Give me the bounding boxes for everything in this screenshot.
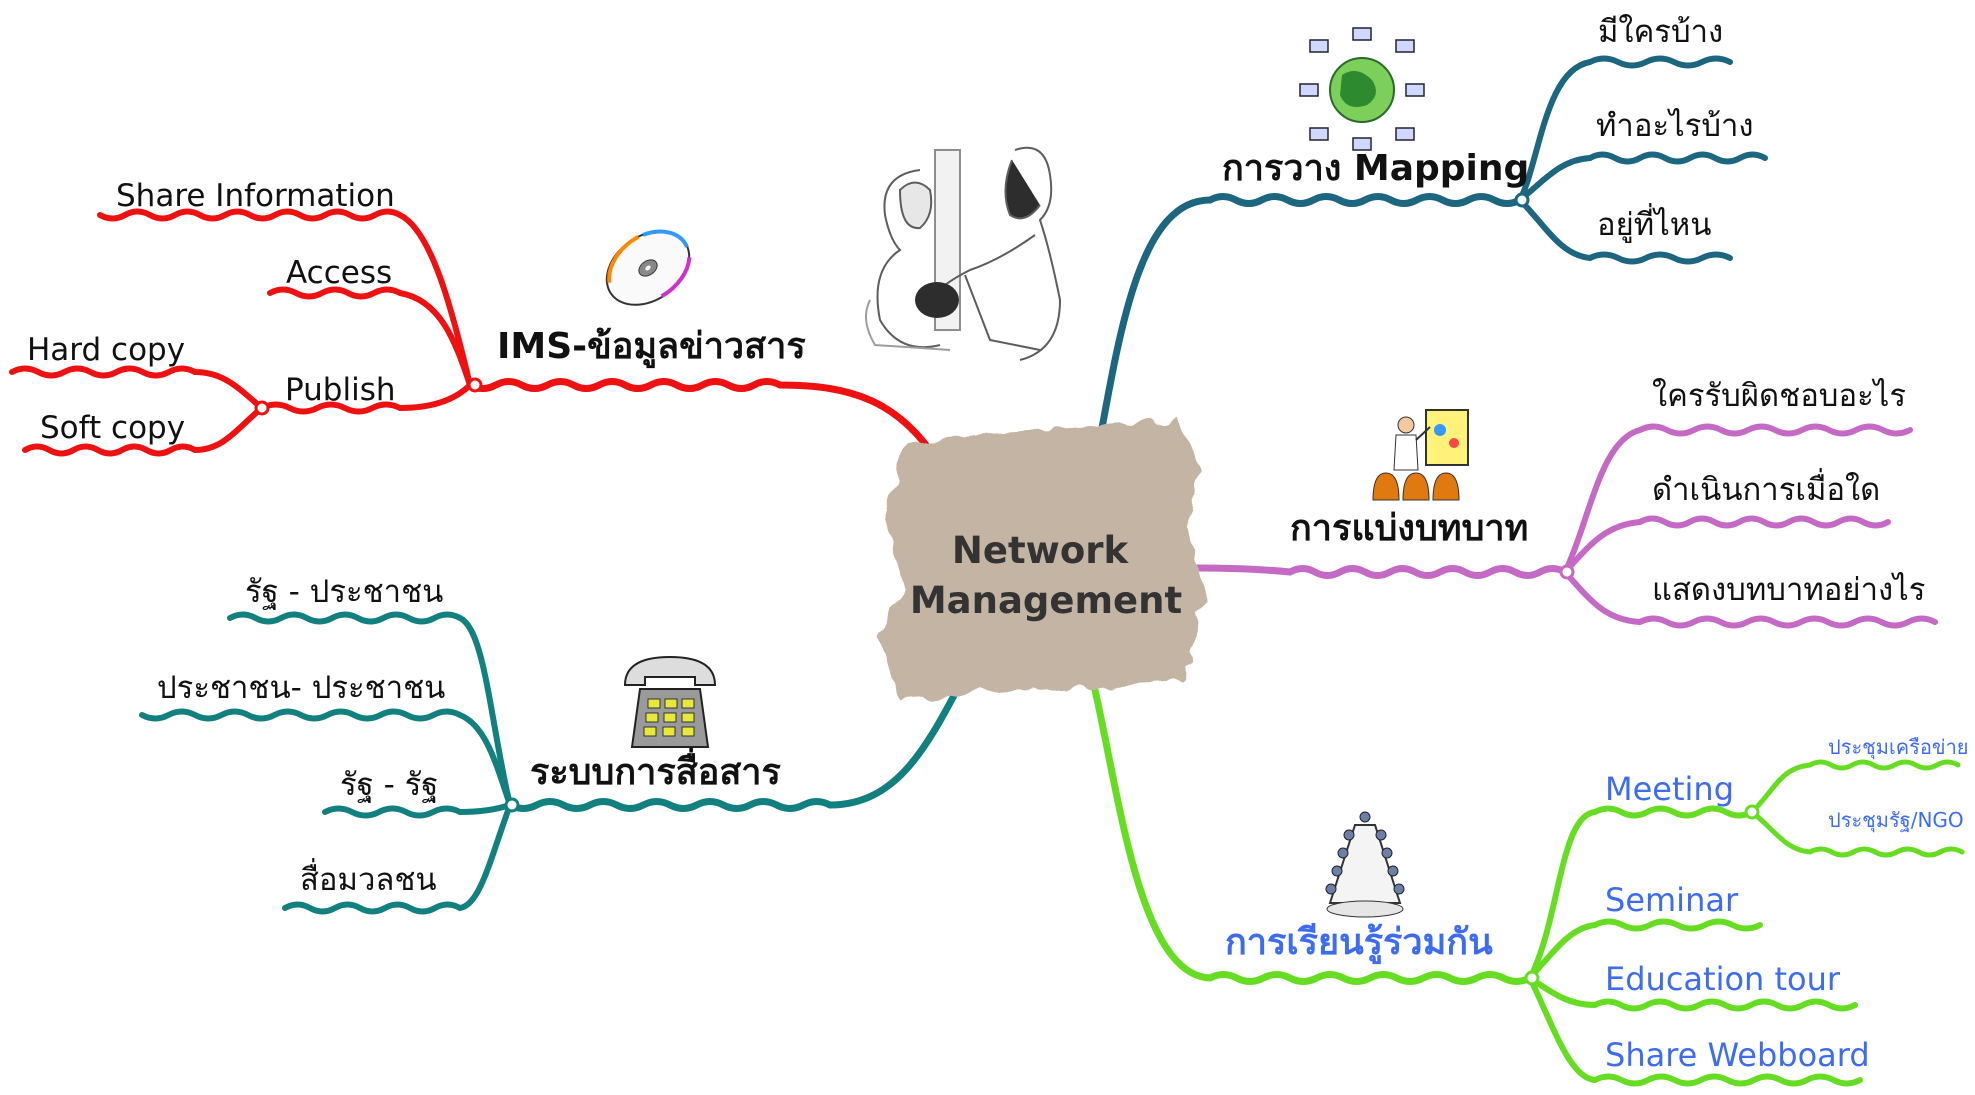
comm-item-3-connector xyxy=(322,802,513,819)
roles-item-1: ใครรับผิดชอบอะไร xyxy=(1652,378,1906,414)
mapping-trunk xyxy=(1094,193,1524,454)
ims-softcopy-connector xyxy=(22,405,265,457)
comm-trunk xyxy=(506,671,969,812)
center-node[interactable]: Network Management xyxy=(880,420,1205,700)
comm-item-4: สื่อมวลชน xyxy=(300,858,437,898)
learning-meeting-sub-2-connector xyxy=(1749,809,1965,858)
branch-roles[interactable]: การแบ่งบทบาท ใครรับผิดชอบอะไร ดำเนินการเ… xyxy=(1290,378,1925,608)
learning-meeting-sub-1: ประชุมเครือข่าย xyxy=(1828,735,1969,760)
branch-communication-label: ระบบการสื่อสาร xyxy=(530,746,782,793)
telephone-icon xyxy=(623,655,717,748)
learning-seminar-connector xyxy=(1527,918,1763,981)
learning-meeting: Meeting xyxy=(1605,770,1734,808)
ims-trunk xyxy=(466,378,944,469)
learning-trunk xyxy=(1091,686,1534,985)
learning-seminar: Seminar xyxy=(1605,881,1739,919)
doctor-patient-illustration xyxy=(865,146,1062,361)
branch-roles-label: การแบ่งบทบาท xyxy=(1290,508,1528,549)
ims-publish-connector xyxy=(259,382,473,415)
branch-connectors xyxy=(9,55,1965,1087)
ims-share-connector xyxy=(97,208,473,388)
ims-hard-copy: Hard copy xyxy=(27,332,185,368)
learning-junction xyxy=(1524,970,1540,986)
center-title-line2: Management xyxy=(910,579,1182,622)
mapping-item-2-connector xyxy=(1517,151,1768,203)
ims-share-information: Share Information xyxy=(116,178,395,214)
learning-education-tour: Education tour xyxy=(1605,960,1841,998)
learning-education-tour-connector xyxy=(1527,975,1858,1012)
mapping-item-2: ทำอะไรบ้าง xyxy=(1596,108,1754,144)
branch-learning[interactable]: การเรียนรู้ร่วมกัน Meeting ประชุมเครือข่… xyxy=(1225,735,1969,1074)
comm-item-2: ประชาชน- ประชาชน xyxy=(157,670,445,706)
publish-junction xyxy=(254,400,270,416)
roles-junction xyxy=(1559,564,1575,580)
branch-communication[interactable]: ระบบการสื่อสาร รัฐ - ประชาชน ประชาชน- ปร… xyxy=(157,574,782,898)
mapping-item-3: อยู่ที่ไหน xyxy=(1597,203,1711,243)
mapping-junction xyxy=(1514,192,1530,208)
branch-learning-label: การเรียนรู้ร่วมกัน xyxy=(1225,922,1493,965)
ims-access-connector xyxy=(267,286,473,388)
learning-webboard-connector xyxy=(1527,975,1863,1087)
meeting-junction xyxy=(1744,804,1760,820)
presenter-icon xyxy=(1372,409,1469,501)
mapping-item-1: มีใครบ้าง xyxy=(1598,14,1723,50)
learning-share-webboard: Share Webboard xyxy=(1605,1036,1870,1074)
ims-publish: Publish xyxy=(285,372,396,408)
comm-item-3: รัฐ - รัฐ xyxy=(340,767,438,803)
mapping-item-3-connector xyxy=(1517,197,1733,265)
ims-access: Access xyxy=(286,255,392,291)
roles-item-3: แสดงบทบาทอย่างไร xyxy=(1652,572,1925,608)
ims-junction xyxy=(467,377,483,393)
roles-item-2: ดำเนินการเมื่อใด xyxy=(1652,468,1880,508)
roles-item-1-connector xyxy=(1562,423,1913,575)
branch-mapping-label: การวาง Mapping xyxy=(1222,148,1529,189)
roles-item-3-connector xyxy=(1562,569,1938,629)
comm-item-4-connector xyxy=(282,802,513,915)
comm-junction xyxy=(504,797,520,813)
center-blob xyxy=(880,420,1205,700)
ims-soft-copy: Soft copy xyxy=(40,410,185,446)
comm-item-1: รัฐ - ประชาชน xyxy=(245,574,443,610)
comm-item-2-connector xyxy=(139,708,513,808)
mapping-item-1-connector xyxy=(1517,55,1733,203)
comm-item-1-connector xyxy=(227,611,513,808)
roles-item-2-connector xyxy=(1562,515,1891,575)
learning-meeting-sub-2: ประชุมรัฐ/NGO xyxy=(1828,808,1964,833)
ims-hardcopy-connector xyxy=(9,365,265,411)
globe-network-icon xyxy=(1299,27,1425,151)
branch-ims[interactable]: IMS-ข้อมูลข่าวสาร Share Information Acce… xyxy=(27,178,806,446)
center-title-line1: Network xyxy=(952,529,1130,572)
branch-mapping[interactable]: การวาง Mapping มีใครบ้าง ทำอะไรบ้าง อยู่… xyxy=(1222,14,1754,243)
roles-trunk xyxy=(1191,564,1569,579)
learning-meeting-sub-1-connector xyxy=(1749,759,1961,815)
learning-meeting-connector xyxy=(1527,805,1755,981)
cd-icon xyxy=(605,229,692,306)
branch-ims-label: IMS-ข้อมูลข่าวสาร xyxy=(497,326,806,369)
conference-table-icon xyxy=(1325,811,1405,918)
